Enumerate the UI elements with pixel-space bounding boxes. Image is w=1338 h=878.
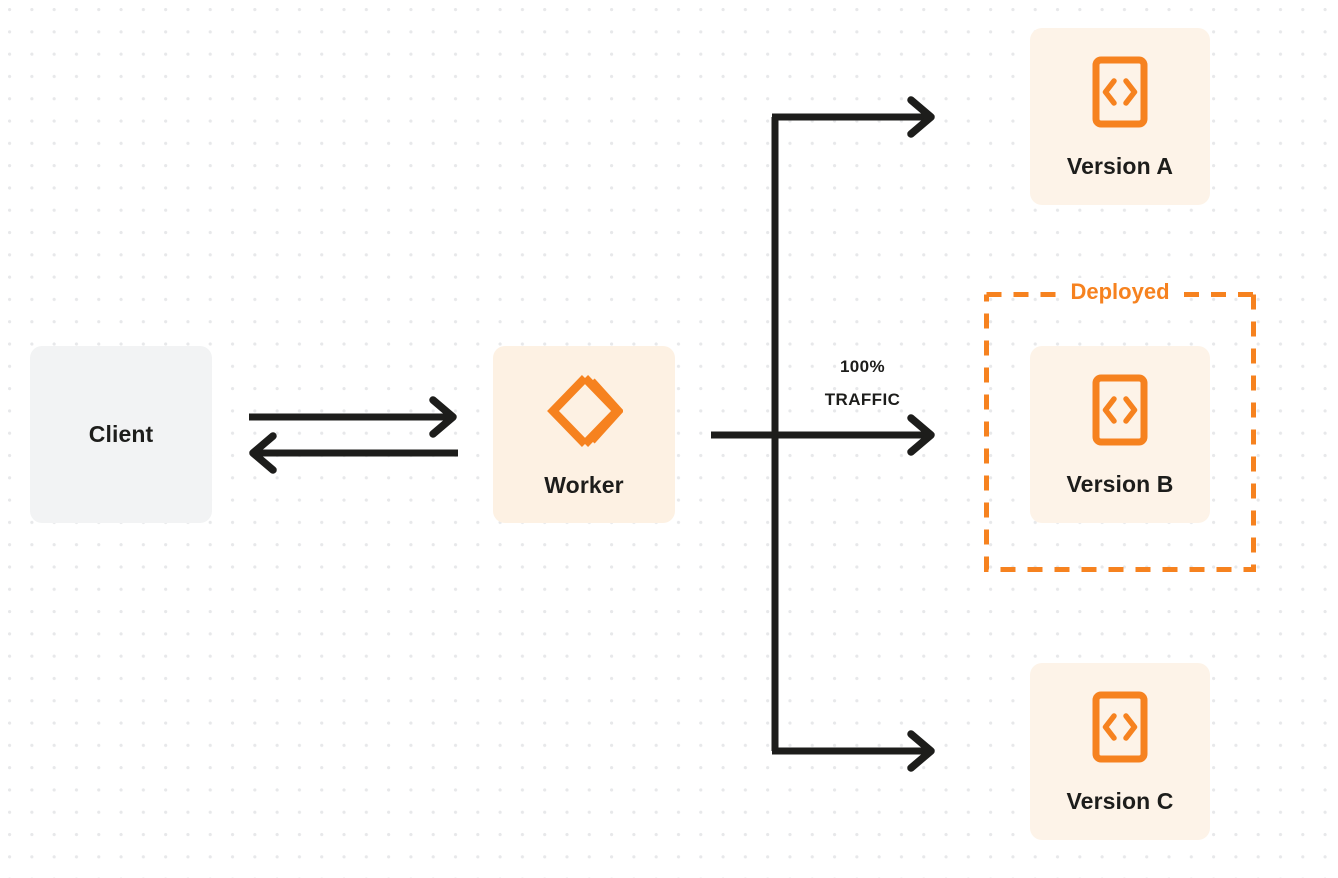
code-file-icon: [1092, 374, 1148, 451]
node-version-c[interactable]: Version C: [1030, 663, 1210, 840]
node-version-a-label: Version A: [1066, 152, 1174, 179]
node-version-a[interactable]: Version A: [1030, 28, 1210, 205]
edge-to-version-c: [772, 730, 935, 772]
node-version-c-label: Version C: [1066, 787, 1174, 814]
node-worker[interactable]: Worker: [493, 346, 675, 523]
node-version-b[interactable]: Version B: [1030, 346, 1210, 523]
edge-client-to-worker: [249, 396, 457, 438]
traffic-percent: 100%: [839, 357, 886, 376]
cloudflare-workers-icon: [545, 373, 625, 454]
edge-to-version-b: [907, 414, 935, 456]
node-version-b-label: Version B: [1066, 470, 1174, 497]
edge-to-version-a: [772, 96, 935, 138]
node-client[interactable]: Client: [30, 346, 212, 523]
traffic-label: 100% TRAFFIC: [790, 350, 935, 416]
edge-worker-to-client: [249, 432, 458, 474]
node-client-label: Client: [88, 421, 154, 447]
code-file-icon: [1092, 691, 1148, 768]
deployed-group-label: Deployed: [1059, 278, 1181, 306]
node-worker-label: Worker: [544, 471, 624, 498]
traffic-unit: TRAFFIC: [824, 390, 901, 410]
code-file-icon: [1092, 56, 1148, 133]
